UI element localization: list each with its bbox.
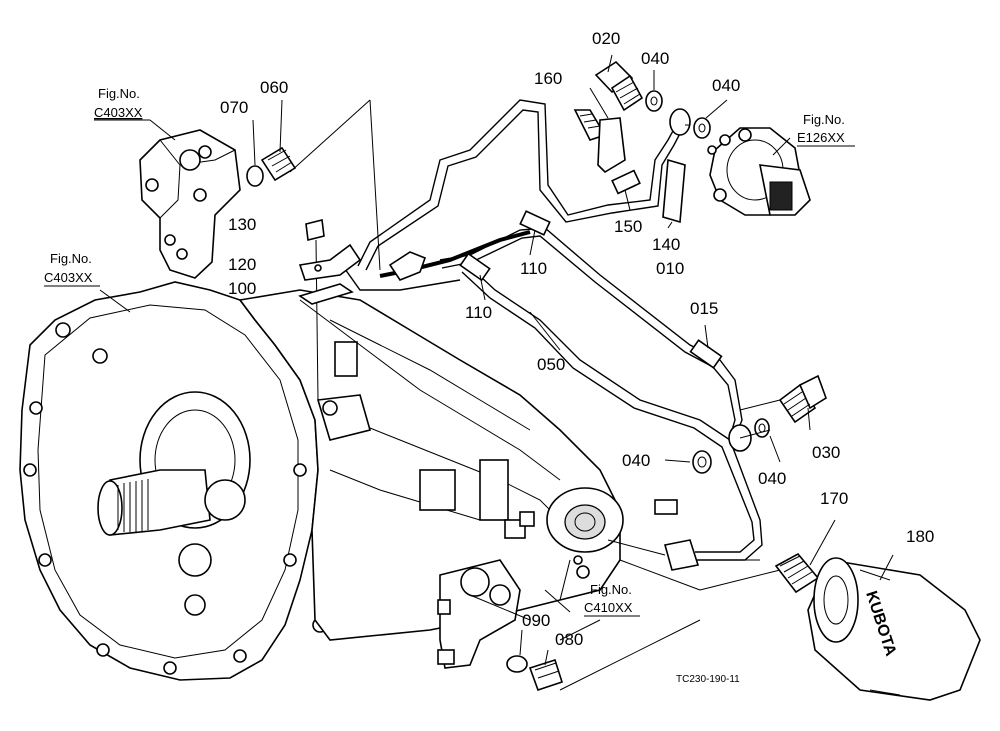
pipe-050 — [461, 261, 763, 561]
washer-040-a — [645, 90, 663, 112]
fig-ref-e126: Fig.No. E126XX — [797, 112, 855, 147]
fig-ref-c403-left: Fig.No. C403XX — [44, 251, 100, 287]
fig-ref-label: Fig.No. — [590, 582, 632, 597]
banjo-bolt-020 — [594, 60, 644, 112]
transmission-housing — [19, 281, 678, 681]
fig-ref-label: Fig.No. — [98, 86, 140, 101]
label-060: 060 — [260, 78, 288, 97]
label-110-b: 110 — [465, 303, 492, 322]
fig-ref-label: Fig.No. — [50, 251, 92, 266]
nipple-170 — [774, 552, 820, 594]
washer-040-b — [693, 117, 711, 139]
label-160: 160 — [534, 69, 562, 88]
hydraulic-pump — [707, 127, 811, 216]
label-040-a: 040 — [641, 49, 669, 68]
o-ring-070 — [246, 165, 264, 187]
plate-100 — [298, 283, 354, 305]
leader-lines — [99, 54, 894, 691]
pipe-clamp-015 — [689, 339, 723, 369]
pipe-clamp-150 — [611, 169, 641, 195]
label-130: 130 — [228, 215, 256, 234]
label-040-b: 040 — [712, 76, 740, 95]
bolt-bracket-160 — [573, 109, 626, 174]
label-170: 170 — [820, 489, 848, 508]
label-090: 090 — [522, 611, 550, 630]
pipe-clamp-110-lower — [459, 252, 491, 282]
plate-140 — [662, 158, 686, 224]
label-140: 140 — [652, 235, 680, 254]
control-valve-top — [139, 129, 241, 279]
fig-ref-code: C403XX — [94, 105, 143, 120]
o-ring-090 — [506, 655, 528, 673]
hose-suction — [339, 230, 531, 291]
fig-ref-code: E126XX — [797, 130, 845, 145]
label-050: 050 — [537, 355, 565, 374]
fig-ref-code: C403XX — [44, 270, 93, 285]
banjo-bolt-030 — [778, 374, 827, 424]
fig-ref-code: C410XX — [584, 600, 633, 615]
washer-040-c — [754, 418, 770, 438]
drawing-code: TC230-190-11 — [676, 674, 740, 685]
label-020: 020 — [592, 29, 620, 48]
label-040-d: 040 — [622, 451, 650, 470]
fig-ref-label: Fig.No. — [803, 112, 845, 127]
oil-filter-180: KUBOTA — [807, 557, 981, 701]
label-120: 120 — [228, 255, 256, 274]
fig-ref-c403-top: Fig.No. C403XX — [94, 86, 150, 121]
label-110-a: 110 — [520, 259, 547, 278]
plug-080 — [528, 658, 564, 692]
washer-040-d — [692, 450, 712, 474]
fitting-filter-side — [663, 539, 700, 571]
hose-fitting — [388, 251, 427, 281]
clamp-120 — [298, 243, 362, 281]
label-100: 100 — [228, 279, 256, 298]
label-030: 030 — [812, 443, 840, 462]
label-010: 010 — [656, 259, 684, 278]
fig-ref-c410: Fig.No. C410XX — [584, 582, 640, 617]
label-040-c: 040 — [758, 469, 786, 488]
banjo-eye-upper — [669, 108, 691, 136]
label-150: 150 — [614, 217, 642, 236]
label-080: 080 — [555, 630, 583, 649]
label-180: 180 — [906, 527, 934, 546]
fitting-060 — [260, 146, 297, 182]
label-015: 015 — [690, 299, 718, 318]
label-070: 070 — [220, 98, 248, 117]
part-labels: 020 040 040 160 070 060 130 120 100 110 … — [220, 29, 934, 649]
pipe-clamp-110-upper — [519, 210, 551, 236]
